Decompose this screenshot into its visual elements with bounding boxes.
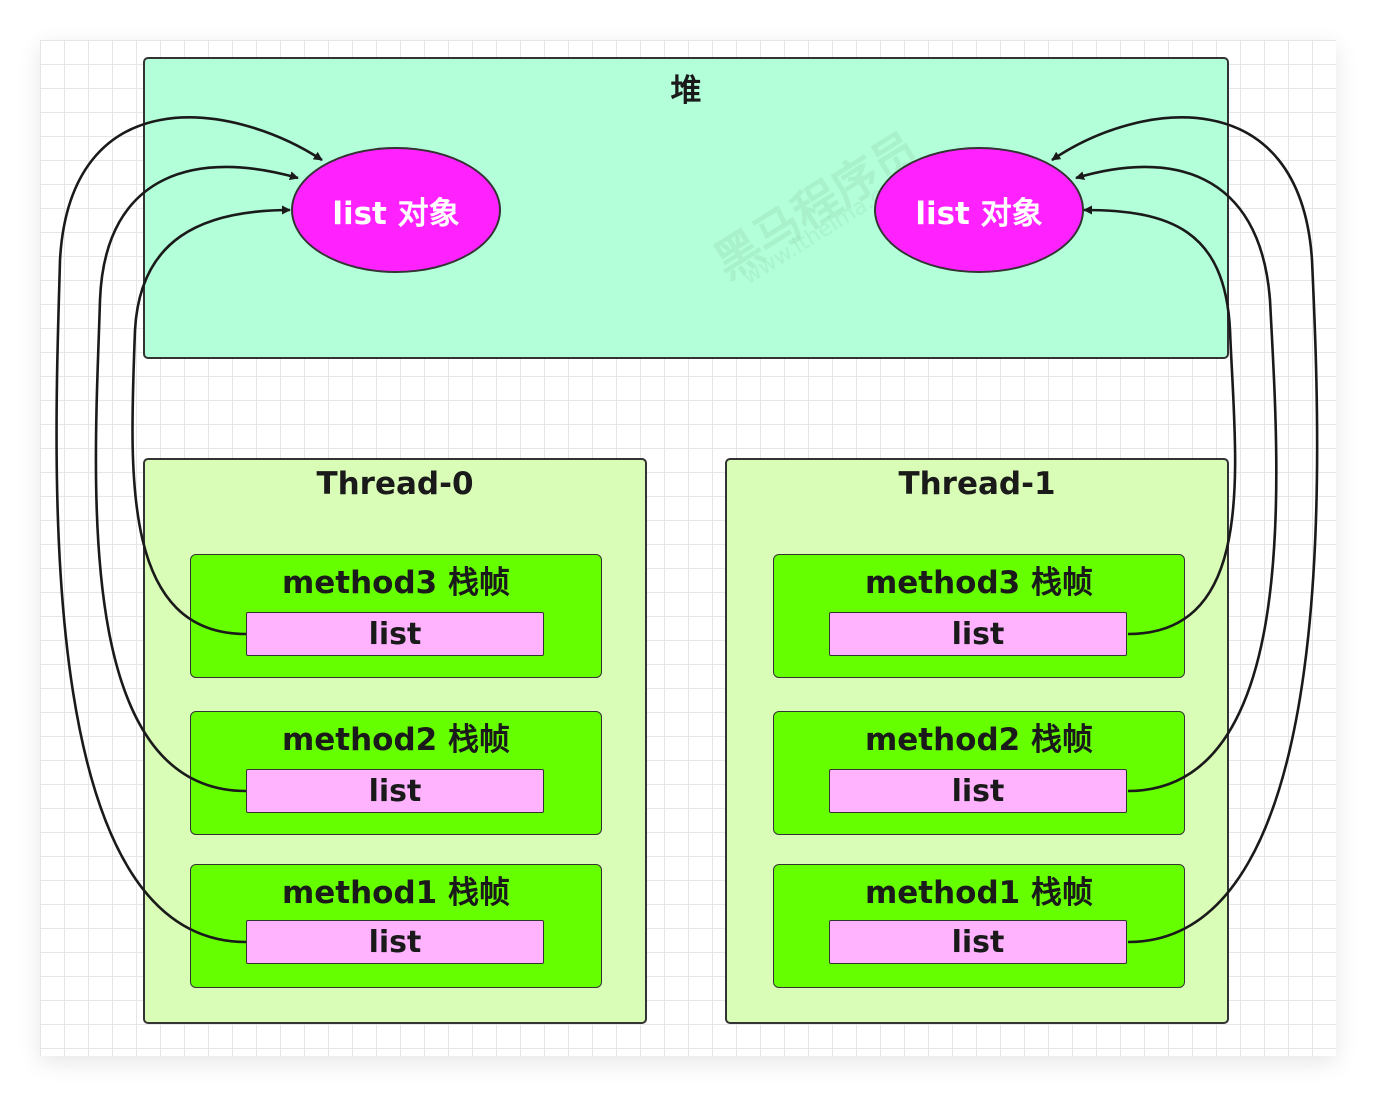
frame-label: method1 栈帧 — [281, 875, 511, 911]
thread-0-method2-list-var: list — [246, 769, 544, 813]
thread-1-title: Thread-1 — [898, 466, 1056, 502]
thread-0-method3-list-var: list — [246, 612, 544, 656]
thread-1-method1-list-var: list — [829, 920, 1127, 964]
thread-1-method2-list-var: list — [829, 769, 1127, 813]
heap-object-right: list 对象 — [874, 147, 1084, 273]
frame-label: method1 栈帧 — [864, 875, 1094, 911]
thread-0-method1-list-var: list — [246, 920, 544, 964]
heap-object-left: list 对象 — [291, 147, 501, 273]
thread-0-title: Thread-0 — [316, 466, 474, 502]
thread-1-method3-list-var: list — [829, 612, 1127, 656]
frame-label: method3 栈帧 — [281, 565, 511, 601]
frame-label: method3 栈帧 — [864, 565, 1094, 601]
frame-label: method2 栈帧 — [864, 722, 1094, 758]
frame-label: method2 栈帧 — [281, 722, 511, 758]
heap-title: 堆 — [670, 73, 702, 109]
